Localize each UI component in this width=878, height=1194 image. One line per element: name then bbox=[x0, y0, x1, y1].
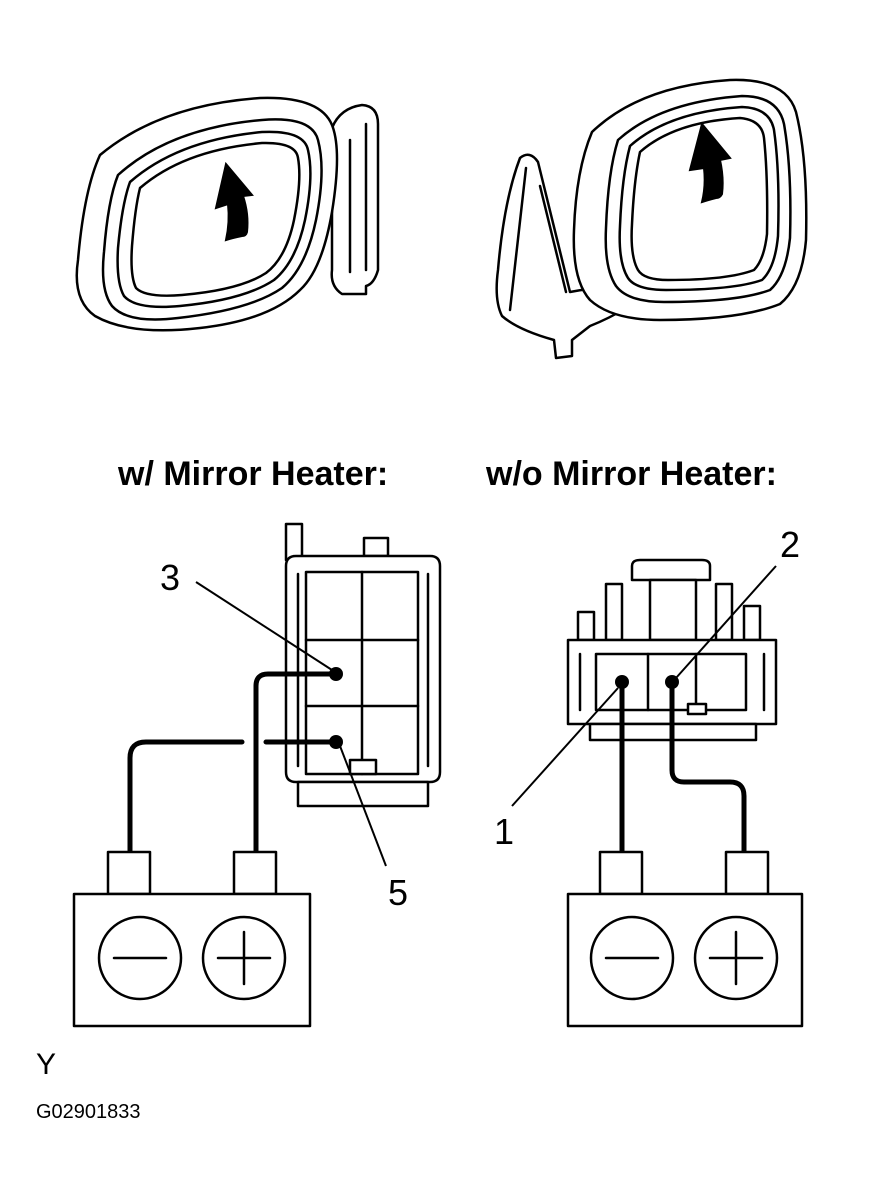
right-battery-negative-icon bbox=[589, 915, 675, 1001]
left-battery-icon bbox=[72, 850, 312, 1028]
terminal-3-label: 3 bbox=[160, 557, 180, 598]
terminal-1-label: 1 bbox=[494, 811, 514, 852]
corner-mark: Y bbox=[36, 1048, 56, 1081]
right-battery-positive-icon bbox=[693, 915, 779, 1001]
heading-without-mirror-heater: w/o Mirror Heater: bbox=[485, 455, 777, 493]
left-positive-wire bbox=[253, 671, 339, 855]
right-battery-icon bbox=[566, 850, 804, 1028]
connector-with-heater-icon bbox=[284, 522, 442, 808]
left-mirror-arrow-icon bbox=[214, 161, 254, 242]
left-side-mirror-icon bbox=[75, 96, 380, 332]
left-battery-negative-icon bbox=[97, 915, 183, 1001]
left-battery-positive-icon bbox=[201, 915, 287, 1001]
right-side-mirror-icon bbox=[495, 78, 808, 360]
right-mirror-arrow-icon bbox=[688, 121, 732, 204]
figure-code: G02901833 bbox=[36, 1101, 141, 1123]
heading-with-mirror-heater: w/ Mirror Heater: bbox=[117, 455, 388, 493]
right-positive-wire bbox=[669, 679, 747, 855]
terminal-2-label: 2 bbox=[780, 524, 800, 565]
left-negative-wire bbox=[127, 739, 339, 855]
terminal-5-label: 5 bbox=[388, 872, 408, 913]
